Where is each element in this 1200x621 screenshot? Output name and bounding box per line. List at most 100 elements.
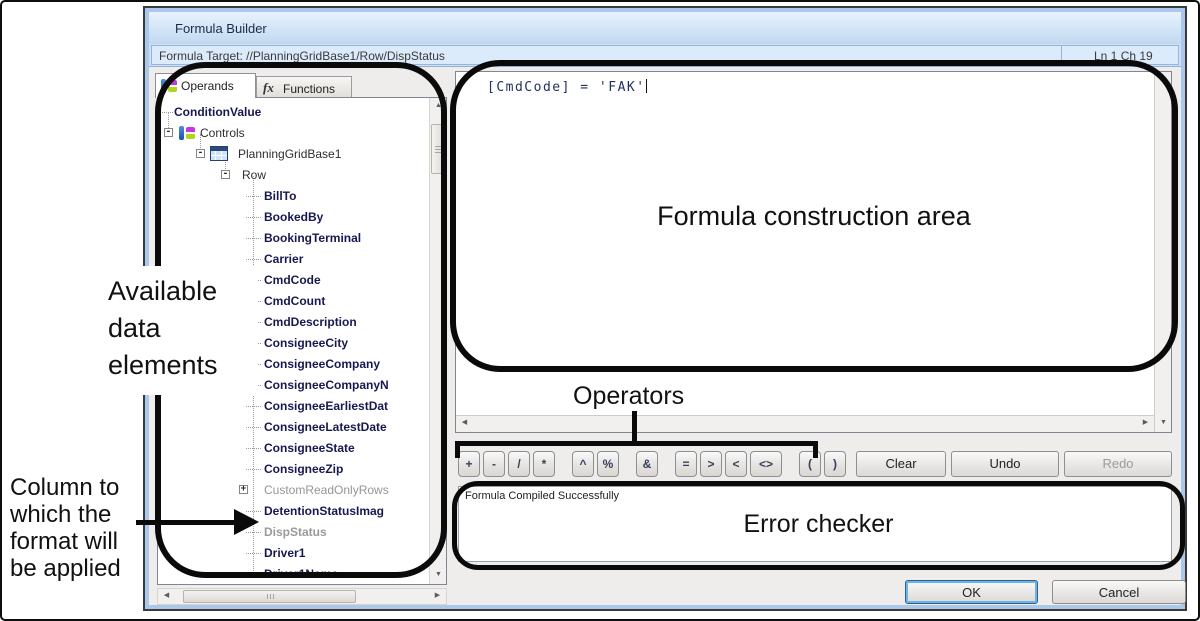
tree-item-cmdcode[interactable]: CmdCode <box>158 270 429 291</box>
tree-connector <box>246 385 261 386</box>
operator-button[interactable]: - <box>483 450 505 477</box>
tree-item-consigneelatestdate[interactable]: ConsigneeLatestDate <box>158 417 429 438</box>
tree-item-consigneecompany[interactable]: ConsigneeCompany <box>158 354 429 375</box>
tree-vertical-scrollbar[interactable]: ▲ ▼ <box>429 98 446 584</box>
collapse-icon[interactable]: - <box>221 169 230 179</box>
fx-icon: fx <box>263 80 274 95</box>
formula-input[interactable]: [CmdCode] = 'FAK' <box>456 72 1154 415</box>
operator-button[interactable]: % <box>597 450 619 477</box>
tree-item-cmdcount[interactable]: CmdCount <box>158 291 429 312</box>
tree-item-consigneeearliestdat[interactable]: ConsigneeEarliestDat <box>158 396 429 417</box>
tree-scroll-thumb[interactable] <box>431 124 445 174</box>
formula-text: [CmdCode] = 'FAK' <box>487 80 646 95</box>
tree-item-label: CmdDescription <box>264 315 357 329</box>
tree-item-billto[interactable]: BillTo <box>158 186 429 207</box>
tree-item-label: PlanningGridBase1 <box>238 147 342 161</box>
tree-connector <box>246 238 261 239</box>
operator-groups: +-/* ^%&=><<> () <box>458 450 846 477</box>
tree-item-cmddescription[interactable]: CmdDescription <box>158 312 429 333</box>
tree-item-controls[interactable]: -Controls <box>158 123 429 144</box>
tree-connector <box>246 301 261 302</box>
clear-button[interactable]: Clear <box>856 450 946 477</box>
operator-group: () <box>799 450 846 477</box>
scroll-left-icon[interactable]: ◀ <box>461 419 468 426</box>
tree-item-label: CmdCode <box>264 273 321 287</box>
cursor-position-cell: Ln 1 Ch 19 <box>1061 46 1153 64</box>
operator-button[interactable]: ( <box>799 450 821 477</box>
tree-item-driver1name[interactable]: Driver1Name <box>158 564 429 584</box>
tree-item-label: ConsigneeCity <box>264 336 349 350</box>
operator-button[interactable]: / <box>508 450 530 477</box>
tree-item-bookedby[interactable]: BookedBy <box>158 207 429 228</box>
tree-item-bookingterminal[interactable]: BookingTerminal <box>158 228 429 249</box>
annotation-arrow-head <box>234 509 259 535</box>
collapse-icon[interactable]: - <box>196 148 205 158</box>
cancel-button[interactable]: Cancel <box>1052 580 1186 604</box>
operator-button[interactable]: > <box>700 450 722 477</box>
annotation-arrow-line <box>136 520 237 525</box>
operator-button[interactable]: * <box>533 450 555 477</box>
tree-item-conditionvalue[interactable]: ConditionValue <box>158 102 429 123</box>
annotation-line: format will <box>10 528 119 555</box>
tree-horizontal-scrollbar[interactable]: ◀ ▶ <box>157 588 447 605</box>
scroll-right-icon[interactable]: ▶ <box>434 592 441 599</box>
scroll-down-icon[interactable]: ▼ <box>435 571 442 578</box>
redo-button[interactable]: Redo <box>1064 450 1172 477</box>
annotation-line: Column to <box>10 474 120 501</box>
tree-item-carrier[interactable]: Carrier <box>158 249 429 270</box>
formula-target-bar: Formula Target: //PlanningGridBase1/Row/… <box>149 44 1181 67</box>
tree-item-row[interactable]: -Row <box>158 165 429 186</box>
scroll-down-icon[interactable]: ▼ <box>1160 419 1167 426</box>
annotation-line: be applied <box>10 555 121 582</box>
tree-item-customreadonlyrows[interactable]: + CustomReadOnlyRows <box>158 480 429 501</box>
tree-connector <box>246 553 261 554</box>
operator-button[interactable]: ^ <box>572 450 594 477</box>
ok-button[interactable]: OK <box>905 580 1038 604</box>
formula-target-label: Formula Target: //PlanningGridBase1/Row/… <box>159 49 445 63</box>
tree-connector <box>246 196 261 197</box>
operator-button[interactable]: ) <box>824 450 846 477</box>
operator-button[interactable]: + <box>458 450 480 477</box>
tree-connector <box>246 343 261 344</box>
tree-item-detentionstatusimag[interactable]: DetentionStatusImag <box>158 501 429 522</box>
tree-item-consigneecity[interactable]: ConsigneeCity <box>158 333 429 354</box>
scroll-up-icon[interactable]: ▲ <box>1160 76 1167 83</box>
grid-icon <box>210 146 228 161</box>
tab-functions[interactable]: fx Functions <box>256 76 352 98</box>
tree-connector <box>246 364 261 365</box>
scroll-up-icon[interactable]: ▲ <box>435 102 442 109</box>
formula-horizontal-scrollbar[interactable]: ◀ ▶ <box>456 415 1154 432</box>
expand-icon[interactable]: + <box>239 484 248 494</box>
operator-button[interactable]: & <box>636 450 658 477</box>
undo-button[interactable]: Undo <box>951 450 1059 477</box>
operator-group: +-/* <box>458 450 555 477</box>
tree-connector <box>168 112 169 134</box>
tree-item-planninggridbase1[interactable]: - PlanningGridBase1 <box>158 144 429 165</box>
tree-item-label: Carrier <box>264 252 304 266</box>
tab-operands[interactable]: Operands <box>155 73 256 98</box>
tree-item-consigneezip[interactable]: ConsigneeZip <box>158 459 429 480</box>
tree-connector <box>162 112 173 113</box>
scroll-left-icon[interactable]: ◀ <box>163 592 170 599</box>
scroll-right-icon[interactable]: ▶ <box>1142 419 1149 426</box>
tree-item-driver1[interactable]: Driver1 <box>158 543 429 564</box>
annotation-column-format: Column to which the format will be appli… <box>10 474 121 582</box>
formula-vertical-scrollbar[interactable]: ▲ ▼ <box>1154 72 1171 432</box>
tree-connector <box>246 448 261 449</box>
tree-item-consigneestate[interactable]: ConsigneeState <box>158 438 429 459</box>
collapse-icon[interactable]: - <box>164 127 173 137</box>
tree-item-label: CmdCount <box>264 294 326 308</box>
tree-hscroll-thumb[interactable] <box>183 590 356 603</box>
tree-item-label: BookingTerminal <box>264 231 362 245</box>
operator-button[interactable]: < <box>725 450 747 477</box>
operator-button[interactable]: = <box>675 450 697 477</box>
tree-item-dispstatus[interactable]: DispStatus <box>158 522 429 543</box>
scroll-grip <box>266 594 274 599</box>
controls-icon <box>178 125 195 141</box>
tree-item-label: DispStatus <box>264 525 327 539</box>
titlebar[interactable]: Formula Builder <box>149 12 1181 44</box>
tree-connector <box>225 155 226 177</box>
operator-button[interactable]: <> <box>750 450 782 477</box>
tree-item-consigneecompanyn[interactable]: ConsigneeCompanyN <box>158 375 429 396</box>
tree-item-label: CustomReadOnlyRows <box>264 483 389 497</box>
